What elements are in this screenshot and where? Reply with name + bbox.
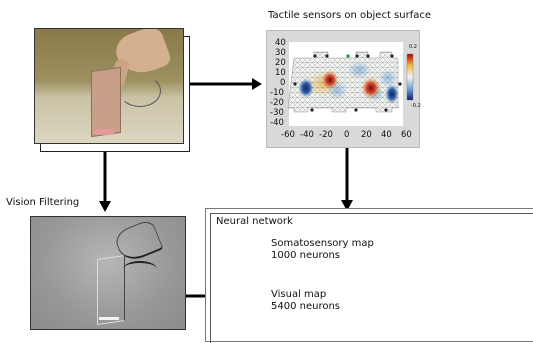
filtered-base-edge xyxy=(99,317,119,320)
y-tick-10: 10 xyxy=(275,68,286,78)
x-tick-m20: -20 xyxy=(319,130,333,140)
y-tick-0: 0 xyxy=(280,78,286,88)
somatosensory-neuron-count: 1000 neurons xyxy=(271,250,341,261)
filtered-cable-outline xyxy=(123,261,157,277)
colorbar-min-label: -0.2 xyxy=(411,103,421,109)
y-tick-m20: -20 xyxy=(270,98,284,108)
neural-network-back-frame xyxy=(205,208,533,342)
tactile-title: Tactile sensors on object surface xyxy=(268,10,432,21)
y-tick-20: 20 xyxy=(275,58,286,68)
y-tick-m10: -10 xyxy=(270,88,284,98)
x-tick-60: 60 xyxy=(401,130,412,140)
y-tick-30: 30 xyxy=(275,48,286,58)
somatosensory-map-label: Somatosensory map xyxy=(271,238,374,249)
sensor-connectors xyxy=(293,54,402,112)
object-base-glow xyxy=(93,129,115,135)
neural-network-panel xyxy=(210,213,533,343)
visual-map-label: Visual map xyxy=(271,289,327,300)
object-cable xyxy=(119,75,161,107)
colorbar xyxy=(406,53,414,101)
colorbar-max-label: 0.2 xyxy=(409,44,417,50)
neural-network-title: Neural network xyxy=(216,216,293,227)
x-tick-0: 0 xyxy=(344,130,350,140)
plot-area xyxy=(287,42,403,126)
vision-filtering-label: Vision Filtering xyxy=(6,197,80,208)
x-tick-40: 40 xyxy=(381,130,392,140)
x-tick-20: 20 xyxy=(361,130,372,140)
visual-neuron-count: 5400 neurons xyxy=(271,301,341,312)
vision-filtered-image xyxy=(30,216,186,330)
x-tick-m40: -40 xyxy=(300,130,314,140)
x-tick-m60: -60 xyxy=(281,130,295,140)
y-tick-m40: -40 xyxy=(270,118,284,128)
hand-object-photo xyxy=(34,28,184,144)
y-tick-40: 40 xyxy=(275,38,286,48)
y-tick-m30: -30 xyxy=(270,108,284,118)
